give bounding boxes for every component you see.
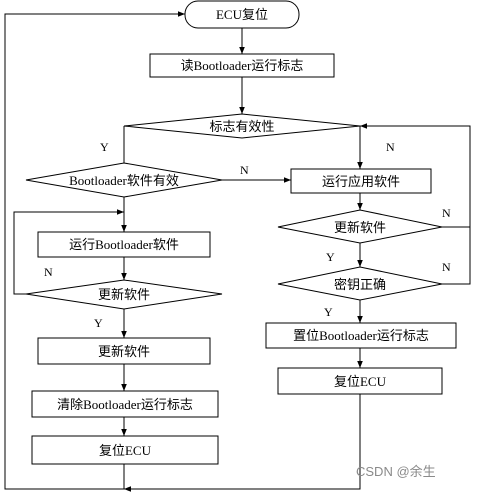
edges	[4, 11, 471, 492]
node-start-label: ECU复位	[216, 7, 268, 22]
decision-update-right: 更新软件	[277, 209, 443, 244]
label-update-left-yes: Y	[94, 316, 103, 330]
node-clear-flag: 清除Bootloader运行标志	[31, 390, 219, 418]
node-reset-left-label: 复位ECU	[99, 443, 152, 458]
node-start: ECU复位	[184, 0, 300, 29]
node-read-flag: 读Bootloader运行标志	[149, 53, 335, 78]
label-key-yes: Y	[324, 305, 333, 319]
node-run-app-label: 运行应用软件	[322, 174, 400, 189]
node-reset-left: 复位ECU	[31, 435, 219, 465]
decision-bootloader-valid: Bootloader软件有效	[25, 162, 223, 198]
decision-key-correct-label: 密钥正确	[334, 277, 386, 292]
label-key-no: N	[442, 260, 451, 274]
decision-bootloader-valid-label: Bootloader软件有效	[69, 173, 179, 188]
node-reset-right-label: 复位ECU	[334, 374, 387, 389]
node-read-flag-label: 读Bootloader运行标志	[181, 58, 304, 73]
decision-key-correct: 密钥正确	[277, 266, 443, 301]
label-bootloader-valid-no: N	[240, 163, 249, 177]
edge-update-left-no-loop	[13, 209, 124, 295]
decision-flag-valid: 标志有效性	[123, 113, 361, 139]
node-run-app: 运行应用软件	[290, 168, 432, 194]
label-update-left-no: N	[44, 265, 53, 279]
decision-update-left: 更新软件	[25, 279, 223, 310]
node-set-flag-label: 置位Bootloader运行标志	[293, 328, 429, 343]
edge-key-no	[442, 227, 471, 285]
node-run-bootloader-label: 运行Bootloader软件	[69, 237, 179, 252]
node-clear-flag-label: 清除Bootloader运行标志	[57, 397, 193, 412]
node-update-action-label: 更新软件	[98, 344, 150, 359]
edge-reset-left-loop	[4, 11, 185, 490]
node-reset-right: 复位ECU	[277, 367, 443, 395]
label-flag-valid-no: N	[386, 140, 395, 154]
label-update-right-no: N	[442, 206, 451, 220]
decision-flag-valid-label: 标志有效性	[209, 119, 274, 134]
edge-reset-right-merge	[124, 394, 361, 492]
label-flag-valid-yes: Y	[100, 140, 109, 154]
node-update-action: 更新软件	[37, 337, 211, 365]
edge-update-right-no-loop	[360, 123, 471, 228]
edge-labels: Y N N N Y N Y N Y	[44, 140, 451, 330]
node-run-bootloader: 运行Bootloader软件	[37, 231, 211, 258]
decision-update-left-label: 更新软件	[98, 287, 150, 302]
decision-update-right-label: 更新软件	[334, 220, 386, 235]
watermark-text: CSDN @余生	[356, 464, 436, 479]
label-update-right-yes: Y	[326, 250, 335, 264]
node-set-flag: 置位Bootloader运行标志	[265, 322, 457, 349]
